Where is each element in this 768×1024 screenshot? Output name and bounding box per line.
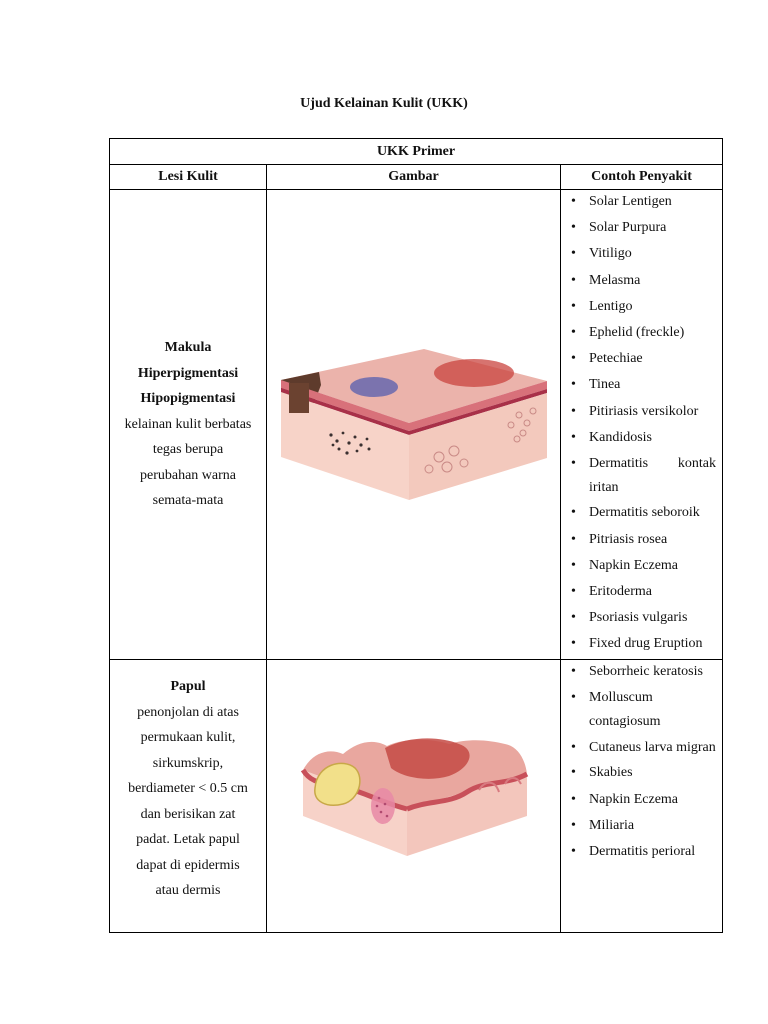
- lesi-subtype: Hipopigmentasi: [140, 391, 236, 407]
- contoh-cell: Seborrheic keratosis Molluscum contagios…: [559, 659, 724, 933]
- list-item: Petechiae: [569, 347, 716, 372]
- column-header-lesi: Lesi Kulit: [109, 164, 267, 190]
- list-item: Fixed drug Eruption: [569, 632, 716, 657]
- lesi-subtype: Hiperpigmentasi: [137, 365, 239, 381]
- contoh-cell: Solar Lentigen Solar Purpura Vitiligo Me…: [559, 189, 724, 660]
- lesi-description-line: tegas berupa: [152, 442, 224, 458]
- table-row: Makula Hiperpigmentasi Hipopigmentasi ke…: [109, 189, 724, 660]
- list-item: Pitriasis rosea: [569, 528, 716, 553]
- lesi-description-line: semata-mata: [152, 493, 224, 509]
- list-item: Dermatitis kontak iritan: [569, 452, 716, 500]
- list-item: Tinea: [569, 373, 716, 398]
- lesi-description-line: sirkumskrip,: [152, 755, 224, 771]
- lesi-description-line: perubahan warna: [139, 467, 236, 483]
- document-title: Ujud Kelainan Kulit (UKK): [300, 96, 468, 111]
- list-item: Cutaneus larva migran: [569, 736, 716, 760]
- list-item: Vitiligo: [569, 242, 716, 267]
- lesi-description-line: atau dermis: [155, 883, 221, 898]
- lesi-name: Makula: [164, 340, 212, 356]
- section-header: UKK Primer: [108, 138, 724, 165]
- list-item: Eritoderma: [569, 580, 716, 605]
- list-item: Seborrheic keratosis: [569, 660, 716, 685]
- lesi-description-line: dan berisikan zat: [140, 806, 236, 822]
- column-header-gambar: Gambar: [266, 164, 561, 190]
- lesi-cell: Papul penonjolan di atas permukaan kulit…: [109, 659, 267, 933]
- ukk-table: UKK Primer Lesi Kulit Gambar Contoh Peny…: [108, 138, 724, 933]
- lesi-description-line: dapat di epidermis: [136, 857, 240, 873]
- lesi-cell: Makula Hiperpigmentasi Hipopigmentasi ke…: [109, 189, 267, 660]
- lesi-description-line: penonjolan di atas: [137, 704, 239, 720]
- lesi-description-line: padat. Letak papul: [136, 832, 240, 847]
- list-item: Miliaria: [569, 814, 716, 839]
- lesi-description-line: berdiameter < 0.5 cm: [128, 781, 248, 796]
- lesi-description-line: kelainan kulit berbatas: [124, 416, 252, 432]
- list-item: Ephelid (freckle): [569, 321, 716, 346]
- list-item: Pitiriasis versikolor: [569, 400, 716, 425]
- list-item: Napkin Eczema: [569, 554, 716, 579]
- lesi-name: Papul: [170, 679, 206, 694]
- gambar-cell: [266, 659, 561, 933]
- skin-papule-illustration-icon: [300, 737, 528, 856]
- list-item: Dermatitis perioral: [569, 840, 716, 865]
- list-item: Psoriasis vulgaris: [569, 606, 716, 631]
- list-item: Napkin Eczema: [569, 788, 716, 813]
- skin-macula-illustration-icon: [280, 348, 547, 500]
- contoh-list: Seborrheic keratosis Molluscum contagios…: [561, 660, 722, 865]
- table-row: Papul penonjolan di atas permukaan kulit…: [109, 659, 724, 933]
- lesi-description-line: permukaan kulit,: [140, 730, 236, 745]
- column-header-contoh: Contoh Penyakit: [559, 164, 724, 190]
- list-item: Skabies: [569, 761, 716, 786]
- list-item: Solar Lentigen: [569, 190, 716, 215]
- contoh-list: Solar Lentigen Solar Purpura Vitiligo Me…: [561, 190, 722, 657]
- list-item: Dermatitis seboroik: [569, 501, 716, 526]
- list-item: Kandidosis: [569, 426, 716, 451]
- gambar-cell: [266, 189, 561, 660]
- list-item: Solar Purpura: [569, 216, 716, 241]
- list-item: Melasma: [569, 269, 716, 294]
- list-item: Lentigo: [569, 295, 716, 320]
- list-item: Molluscum contagiosum: [569, 686, 716, 734]
